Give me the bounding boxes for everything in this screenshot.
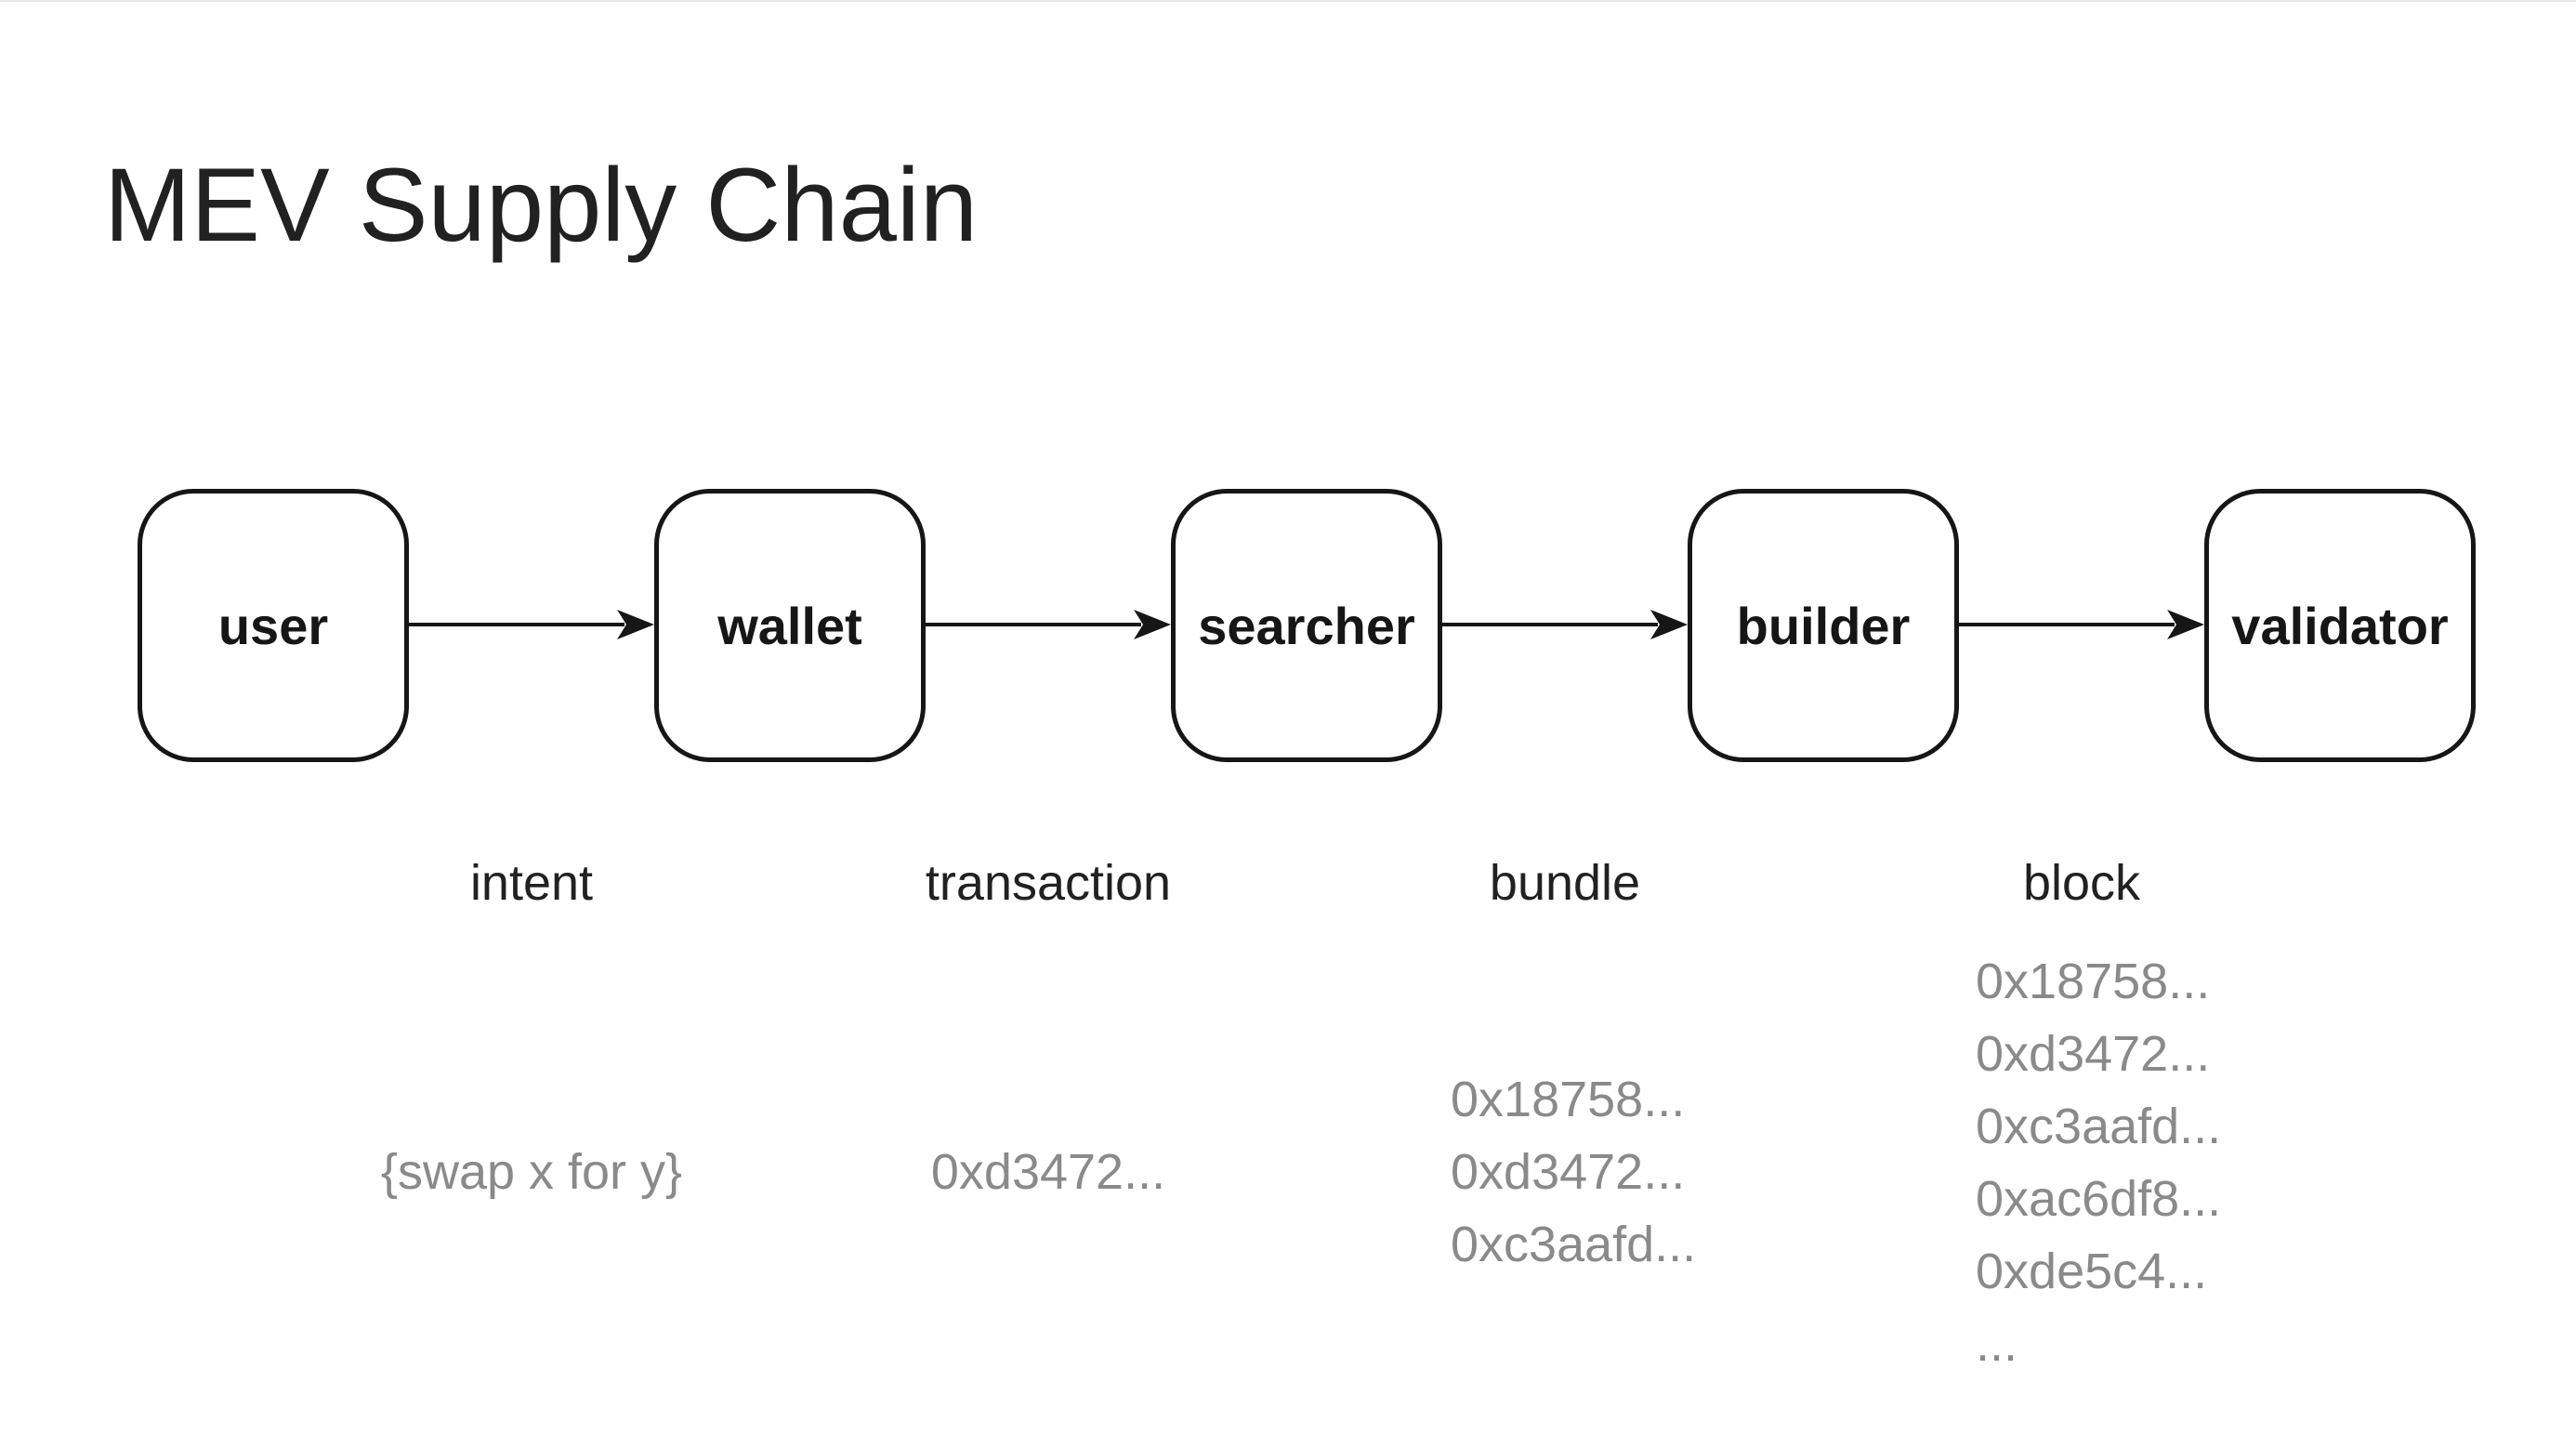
payload-line: 0xc3aafd...	[1451, 1217, 1697, 1272]
edge-label-bundle: bundle	[1489, 855, 1641, 911]
page-title: MEV Supply Chain	[104, 147, 979, 263]
payload-line: 0x18758...	[1976, 954, 2211, 1009]
payload-line: 0xd3472...	[1976, 1026, 2211, 1082]
flow-node-user: user	[138, 489, 409, 762]
flow-node-label: user	[217, 596, 329, 655]
flow-arrow-searcher-builder	[1442, 610, 1688, 639]
flow-node-label: builder	[1736, 596, 1911, 655]
payload-line: 0xde5c4...	[1976, 1244, 2208, 1299]
edge-payload-transaction: 0xd3472...	[835, 1136, 1262, 1208]
flow-node-builder: builder	[1688, 489, 1959, 762]
edge-label-transaction: transaction	[925, 855, 1172, 911]
flow-node-searcher: searcher	[1171, 489, 1442, 762]
flow-arrow-user-wallet	[409, 610, 654, 639]
flow-node-label: wallet	[717, 596, 862, 655]
payload-line: {swap x for y}	[380, 1144, 683, 1200]
arrow-head-icon	[1134, 610, 1171, 639]
arrow-head-icon	[1650, 610, 1688, 639]
edge-payload-intent: {swap x for y}	[318, 1136, 745, 1208]
arrow-head-icon	[617, 610, 654, 639]
payload-line: 0xd3472...	[1451, 1144, 1686, 1200]
payload-line: ...	[1976, 1316, 2018, 1372]
flow-node-validator: validator	[2204, 489, 2476, 762]
payload-line: 0xc3aafd...	[1976, 1099, 2222, 1154]
flow-arrow-wallet-searcher	[926, 610, 1171, 639]
edge-payload-bundle: 0x18758... 0xd3472... 0xc3aafd...	[1451, 1063, 1696, 1281]
edge-label-intent: intent	[469, 855, 594, 911]
flow-node-wallet: wallet	[654, 489, 926, 762]
payload-line: 0x18758...	[1451, 1072, 1686, 1127]
arrow-head-icon	[2167, 610, 2204, 639]
payload-line: 0xd3472...	[930, 1144, 1166, 1200]
flow-arrow-builder-validator	[1959, 610, 2204, 639]
payload-line: 0xac6df8...	[1976, 1171, 2222, 1227]
flow-node-label: validator	[2231, 596, 2449, 655]
edge-label-block: block	[2022, 855, 2141, 911]
edge-payload-block: 0x18758... 0xd3472... 0xc3aafd... 0xac6d…	[1976, 945, 2221, 1380]
flow-node-label: searcher	[1198, 596, 1415, 655]
